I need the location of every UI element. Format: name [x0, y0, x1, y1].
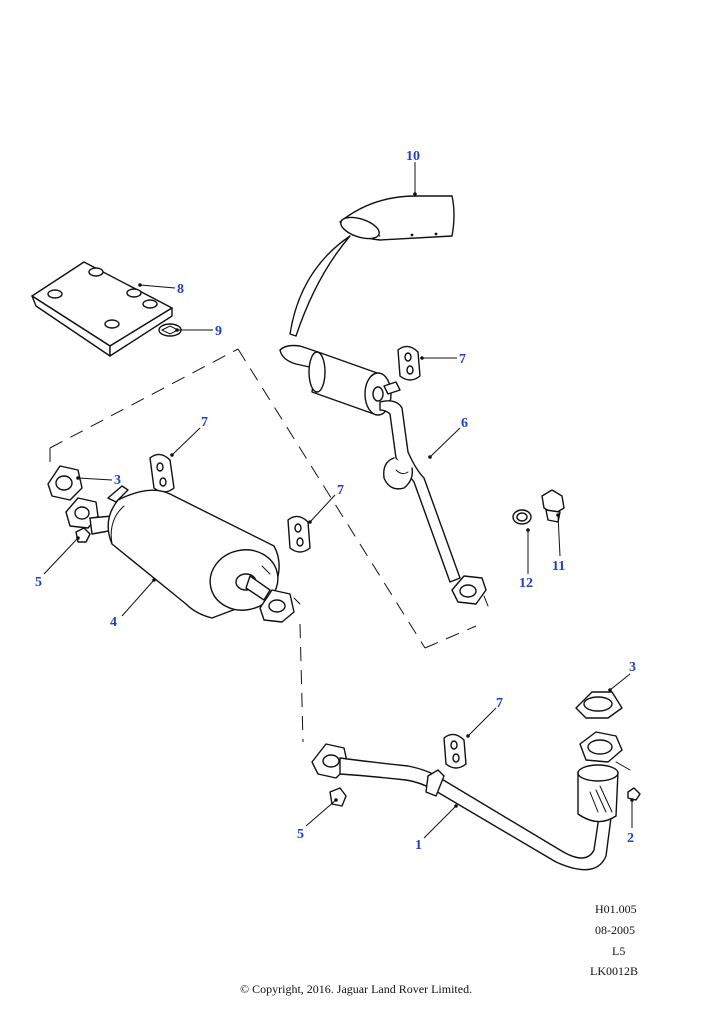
callout-3-right[interactable]: 3 — [629, 660, 636, 675]
callout-3-left[interactable]: 3 — [114, 473, 121, 488]
callout-7-top[interactable]: 7 — [459, 352, 466, 367]
mounting-rubber-d[interactable] — [443, 733, 467, 769]
callout-8[interactable]: 8 — [177, 282, 184, 297]
heat-shield[interactable] — [31, 261, 173, 357]
flange-nut-a[interactable] — [75, 527, 91, 543]
drawing-reference: LK0012B — [590, 964, 638, 978]
dashed-group-outline — [49, 348, 477, 743]
sealing-washer[interactable] — [512, 509, 532, 525]
tail-pipe-trim[interactable] — [338, 195, 455, 243]
clip-fastener[interactable] — [158, 323, 182, 337]
intermediate-silencer[interactable] — [65, 485, 301, 623]
callout-11[interactable]: 11 — [552, 559, 565, 574]
callout-12[interactable]: 12 — [519, 576, 533, 591]
callout-7-left[interactable]: 7 — [201, 415, 208, 430]
callout-7-bottom[interactable]: 7 — [496, 696, 503, 711]
callout-6[interactable]: 6 — [461, 416, 468, 431]
callout-5-left[interactable]: 5 — [35, 575, 42, 590]
drawing-level: L5 — [612, 944, 626, 958]
callout-9[interactable]: 9 — [215, 324, 222, 339]
callout-7-mid[interactable]: 7 — [337, 483, 344, 498]
fitment-arrow — [289, 235, 351, 337]
front-pipe-catalyst[interactable] — [311, 731, 631, 871]
callout-5-bottom[interactable]: 5 — [297, 827, 304, 842]
callout-10[interactable]: 10 — [406, 149, 420, 164]
drawing-date: 08-2005 — [595, 923, 635, 937]
mounting-rubber-a[interactable] — [397, 345, 421, 381]
callout-4[interactable]: 4 — [110, 615, 117, 630]
drawing-code: H01.005 — [595, 902, 637, 916]
callout-1[interactable]: 1 — [415, 838, 422, 853]
flange-gasket-a[interactable] — [47, 465, 83, 501]
sensor-plug[interactable] — [541, 489, 565, 523]
mounting-rubber-b[interactable] — [149, 453, 175, 493]
rear-silencer-assembly[interactable] — [279, 344, 489, 607]
flange-gasket-b[interactable] — [575, 691, 623, 719]
callout-labels: 10 8 9 7 7 6 3 7 5 12 11 4 3 7 5 2 1 — [35, 149, 636, 853]
copyright-notice: © Copyright, 2016. Jaguar Land Rover Lim… — [240, 982, 473, 996]
catalyst-stud[interactable] — [627, 787, 641, 801]
callout-2[interactable]: 2 — [627, 831, 634, 846]
leader-lines — [43, 162, 634, 839]
mounting-rubber-c[interactable] — [287, 515, 311, 553]
